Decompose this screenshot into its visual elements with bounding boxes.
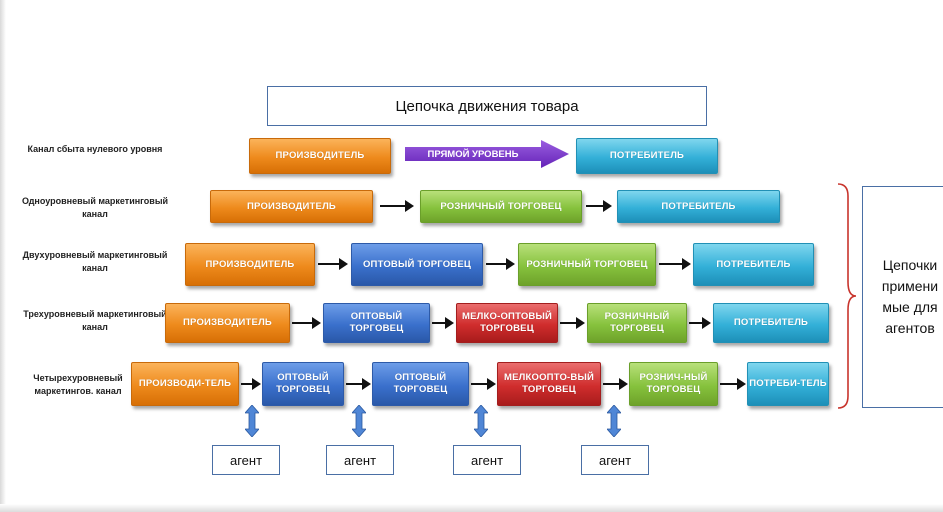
diagram-title-box: Цепочка движения товара	[267, 86, 707, 126]
row-label-four-level: Четырехуровневый маркетингов. канал	[33, 373, 123, 396]
agent-box: агент	[326, 445, 394, 475]
side-note-box: Цепочки примени мые для агентов	[862, 186, 943, 408]
retailer-block: РОЗНИЧ-НЫЙ ТОРГОВЕЦ	[629, 362, 718, 406]
producer-block: ПРОИЗВОДИ-ТЕЛЬ	[131, 362, 239, 406]
flow-arrow	[659, 258, 691, 270]
flow-arrow	[720, 378, 746, 390]
right-curly-brace	[837, 183, 857, 409]
double-arrow-icon	[352, 405, 366, 437]
retailer-block: РОЗНИЧНЫЙ ТОРГОВЕЦ	[587, 303, 687, 343]
page-left-edge	[0, 0, 6, 512]
side-note-text: Цепочки примени мые для агентов	[881, 257, 939, 336]
agent-box: агент	[212, 445, 280, 475]
direct-level-arrow: ПРЯМОЙ УРОВЕНЬ	[405, 139, 569, 169]
row-label-three-level: Трехуровневый маркетинговый канал	[23, 309, 167, 332]
flow-arrow	[586, 200, 612, 212]
wholesaler-block: ОПТОВЫЙ ТОРГОВЕЦ	[262, 362, 344, 406]
producer-block: ПРОИЗВОДИТЕЛЬ	[165, 303, 290, 343]
flow-arrow	[560, 317, 585, 329]
agent-box: агент	[581, 445, 649, 475]
flow-arrow	[292, 317, 321, 329]
direct-arrow-shape	[405, 140, 569, 168]
small-wholesaler-block: МЕЛКООПТО-ВЫЙ ТОРГОВЕЦ	[497, 362, 601, 406]
flow-arrow	[318, 258, 348, 270]
flow-arrow	[346, 378, 371, 390]
flow-arrow	[603, 378, 628, 390]
flow-arrow	[380, 200, 414, 212]
flow-arrow	[486, 258, 515, 270]
double-arrow-icon	[245, 405, 259, 437]
consumer-block: ПОТРЕБИТЕЛЬ	[713, 303, 829, 343]
row-label-zero-level: Канал сбыта нулевого уровня	[27, 144, 163, 154]
consumer-block: ПОТРЕБИТЕЛЬ	[617, 190, 780, 223]
double-arrow-icon	[474, 405, 488, 437]
diagram-title: Цепочка движения товара	[395, 97, 579, 115]
wholesaler-block: ОПТОВЫЙ ТОРГОВЕЦ	[351, 243, 483, 286]
agent-box: агент	[453, 445, 521, 475]
wholesaler-block: ОПТОВЫЙ ТОРГОВЕЦ	[323, 303, 430, 343]
retailer-block: РОЗНИЧНЫЙ ТОРГОВЕЦ	[518, 243, 656, 286]
page-bottom-edge	[0, 504, 943, 512]
small-wholesaler-block: МЕЛКО-ОПТОВЫЙ ТОРГОВЕЦ	[456, 303, 558, 343]
producer-block: ПРОИЗВОДИТЕЛЬ	[210, 190, 373, 223]
consumer-block: ПОТРЕБИ-ТЕЛЬ	[747, 362, 829, 406]
wholesaler-block: ОПТОВЫЙ ТОРГОВЕЦ	[372, 362, 469, 406]
flow-arrow	[241, 378, 261, 390]
producer-block: ПРОИЗВОДИТЕЛЬ	[249, 138, 391, 174]
flow-arrow	[689, 317, 711, 329]
flow-arrow	[432, 317, 454, 329]
row-label-one-level: Одноуровневый маркетинговый канал	[21, 196, 169, 219]
consumer-block: ПОТРЕБИТЕЛЬ	[693, 243, 814, 286]
direct-level-label: ПРЯМОЙ УРОВЕНЬ	[427, 148, 519, 160]
producer-block: ПРОИЗВОДИТЕЛЬ	[185, 243, 315, 286]
double-arrow-icon	[607, 405, 621, 437]
flow-arrow	[471, 378, 496, 390]
retailer-block: РОЗНИЧНЫЙ ТОРГОВЕЦ	[420, 190, 582, 223]
consumer-block: ПОТРЕБИТЕЛЬ	[576, 138, 718, 174]
row-label-two-level: Двухуровневый маркетинговый канал	[22, 250, 168, 273]
